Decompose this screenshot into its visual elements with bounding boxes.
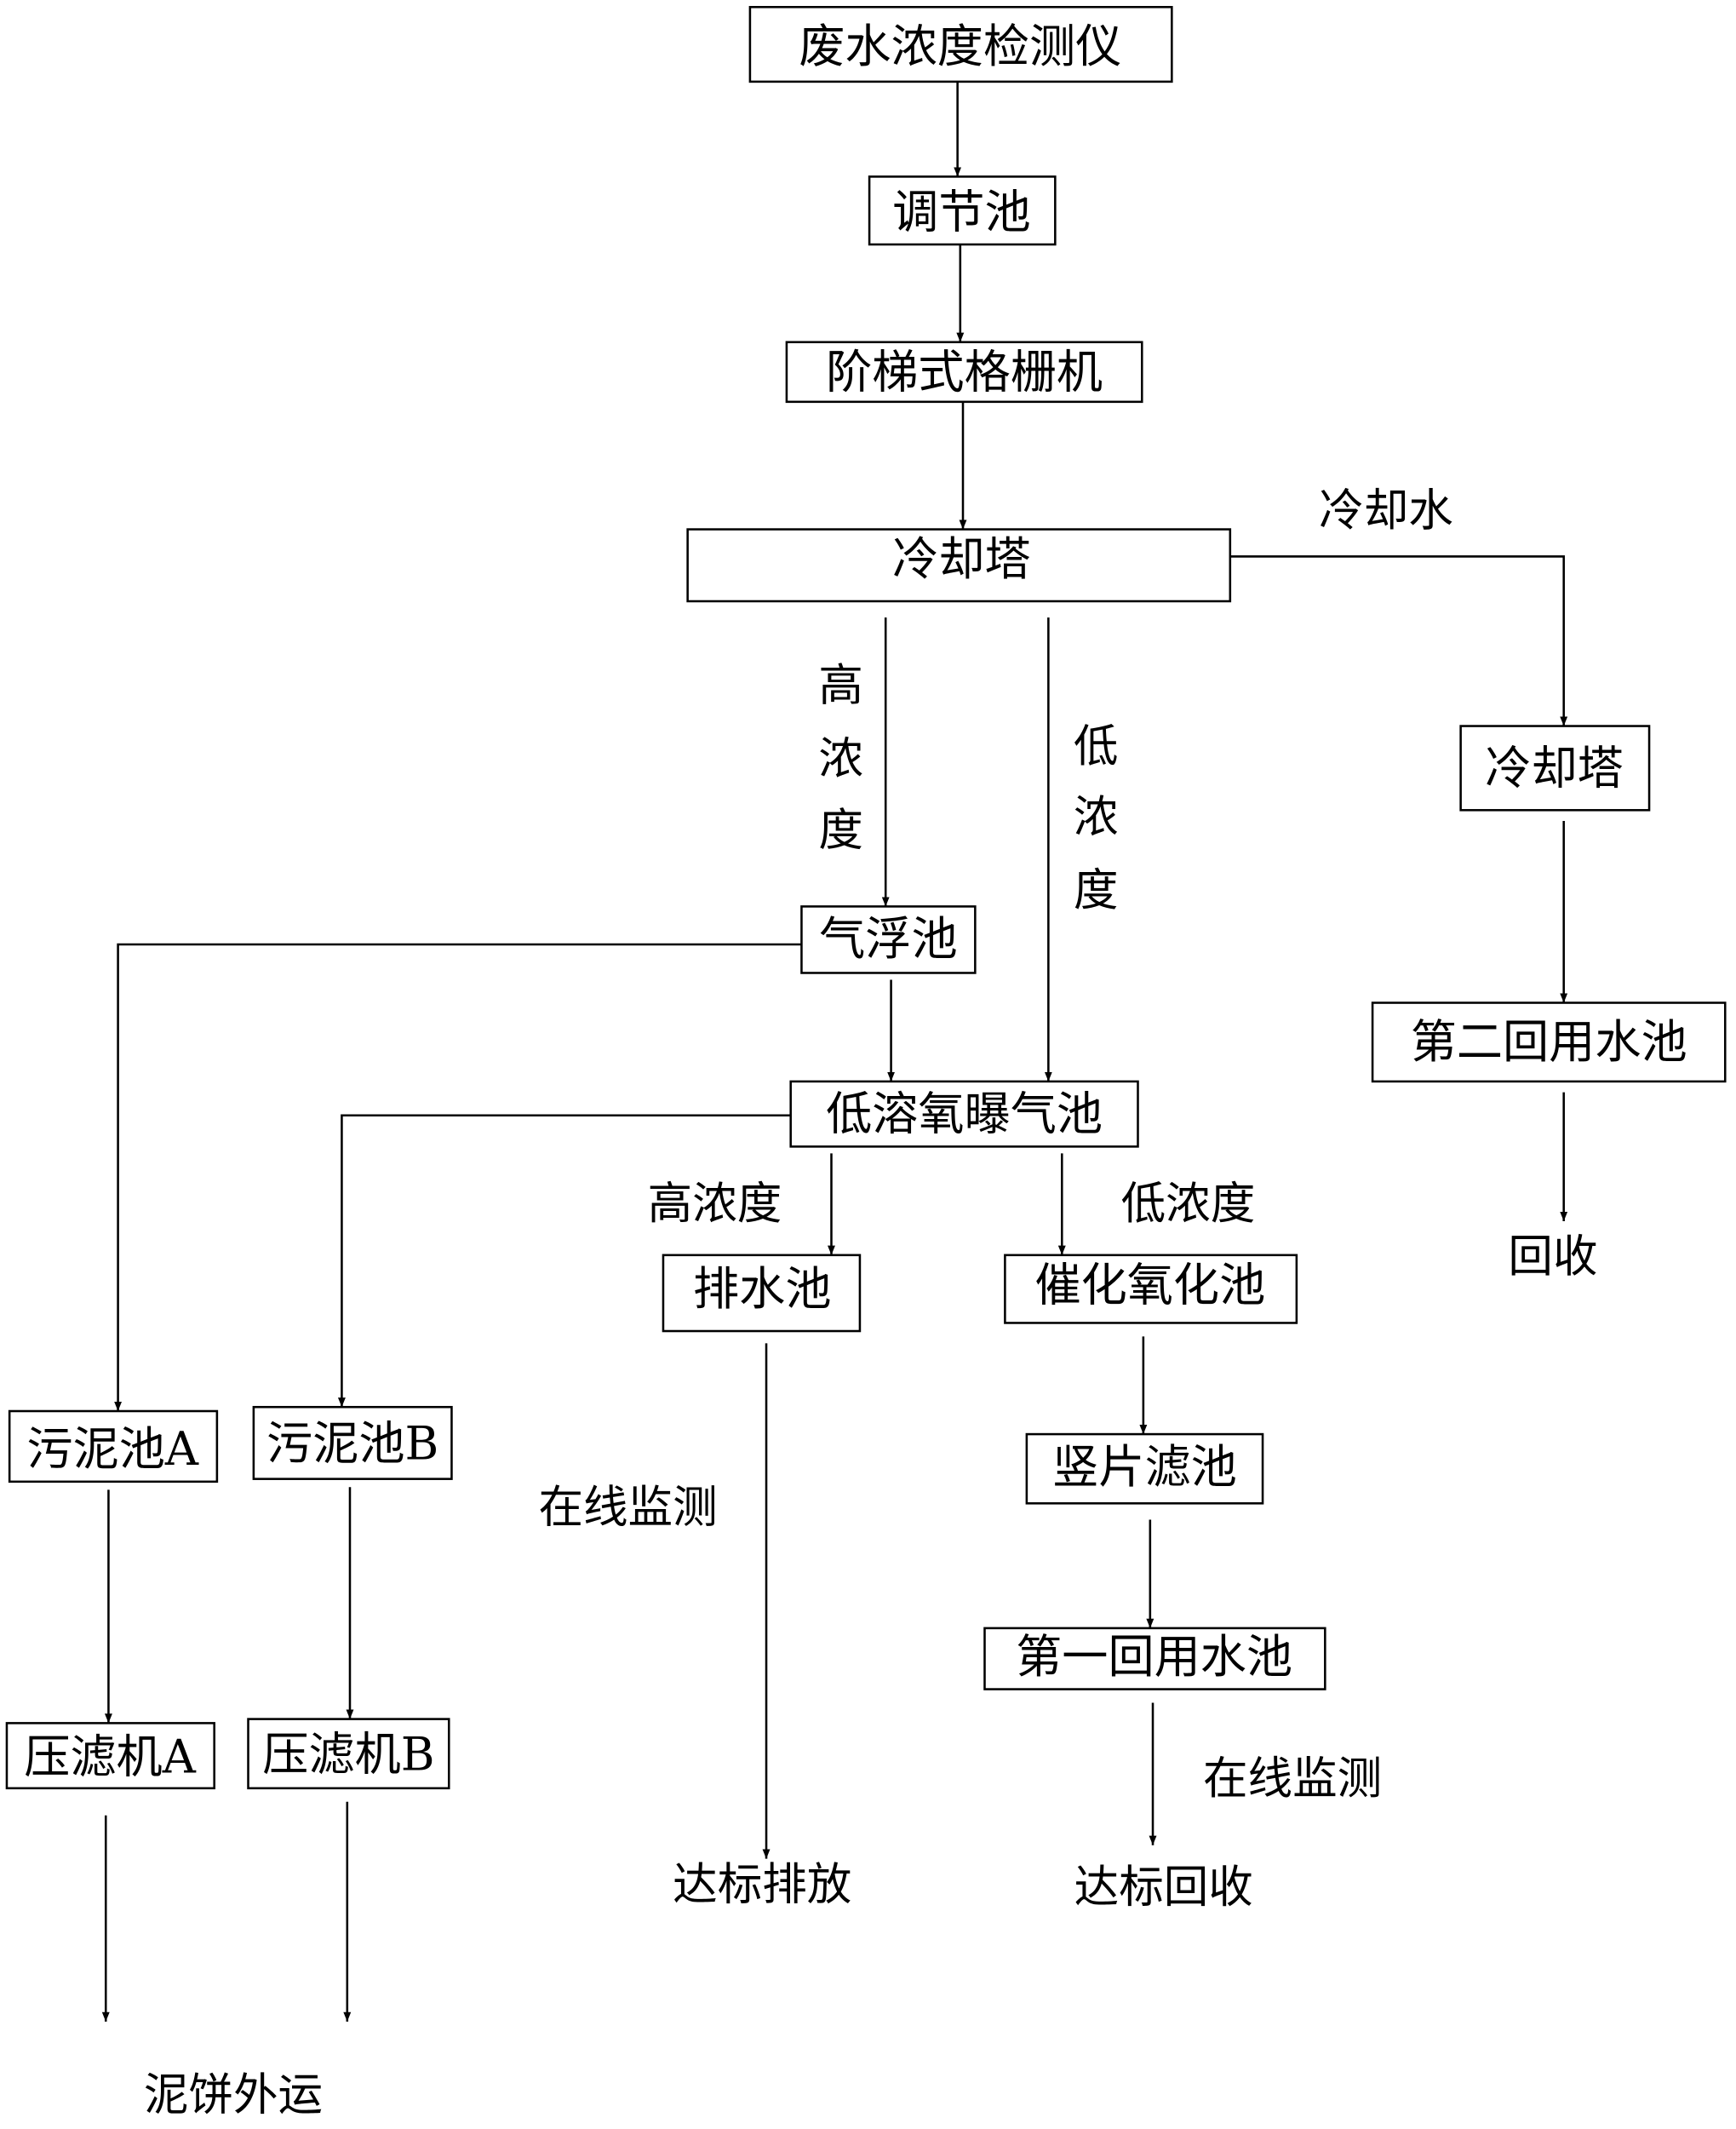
- node-cooling-tower-right: 冷却塔: [1459, 725, 1651, 812]
- node-label: 压滤机B: [262, 1728, 434, 1782]
- node-low-do-aeration: 低溶氧曝气池: [789, 1080, 1139, 1148]
- node-label: 第一回用水池: [1016, 1630, 1292, 1684]
- label-low-conc-v: 低: [1074, 720, 1119, 772]
- label-sludge-cake: 泥饼外运: [144, 2069, 323, 2120]
- arrow: [114, 943, 802, 1412]
- node-label: 低溶氧曝气池: [826, 1087, 1103, 1141]
- node-sludge-tank-b: 污泥池B: [252, 1405, 453, 1480]
- label-low-conc: 低浓度: [1121, 1178, 1256, 1230]
- node-sludge-tank-a: 污泥池A: [8, 1409, 219, 1483]
- label-low-conc-v: 浓: [1074, 791, 1119, 843]
- connectors: [101, 81, 1568, 2022]
- node-label: 污泥池A: [26, 1422, 198, 1476]
- arrow: [1229, 555, 1568, 726]
- node-catalytic-oxidation: 催化氧化池: [1004, 1254, 1298, 1324]
- node-label: 阶梯式格栅机: [826, 345, 1103, 399]
- label-high-conc-v: 度: [818, 805, 863, 857]
- label-cooling-water: 冷却水: [1319, 485, 1453, 537]
- arrow: [337, 1114, 791, 1408]
- label-recycle-standard: 达标回收: [1074, 1862, 1253, 1914]
- label-recycle: 回收: [1508, 1231, 1597, 1283]
- label-online-monitor: 在线监测: [538, 1482, 717, 1534]
- label-online-monitor: 在线监测: [1203, 1753, 1382, 1805]
- node-label: 调节池: [892, 185, 1030, 238]
- node-drainage-pool: 排水池: [662, 1254, 862, 1333]
- label-discharge: 达标排放: [673, 1858, 851, 1910]
- node-label: 竖片滤池: [1052, 1440, 1237, 1494]
- node-label: 气浮池: [819, 912, 957, 966]
- node-second-reuse-pool: 第二回用水池: [1371, 1001, 1727, 1083]
- label-high-conc: 高浓度: [648, 1178, 782, 1230]
- node-regulating-tank: 调节池: [868, 175, 1057, 246]
- node-label: 废水浓度检测仪: [799, 20, 1121, 73]
- node-label: 排水池: [693, 1262, 831, 1316]
- node-label: 压滤机A: [24, 1730, 196, 1784]
- node-label: 冷却塔: [1485, 741, 1623, 795]
- label-low-conc-v: 度: [1074, 864, 1119, 916]
- node-detector: 废水浓度检测仪: [748, 6, 1173, 83]
- node-step-screen: 阶梯式格栅机: [785, 341, 1143, 404]
- label-high-conc-v: 浓: [818, 732, 863, 784]
- node-label: 催化氧化池: [1034, 1258, 1265, 1311]
- node-air-flotation: 气浮池: [800, 905, 977, 974]
- node-label: 污泥池B: [266, 1417, 438, 1471]
- node-label: 冷却塔: [892, 532, 1030, 586]
- node-filter-press-a: 压滤机A: [5, 1722, 215, 1790]
- node-first-reuse-pool: 第一回用水池: [983, 1627, 1326, 1690]
- node-cooling-tower-main: 冷却塔: [686, 528, 1232, 603]
- label-high-conc-v: 高: [818, 659, 863, 711]
- node-label: 第二回用水池: [1411, 1015, 1687, 1069]
- node-filter-press-b: 压滤机B: [247, 1718, 450, 1790]
- node-vertical-filter: 竖片滤池: [1025, 1432, 1264, 1505]
